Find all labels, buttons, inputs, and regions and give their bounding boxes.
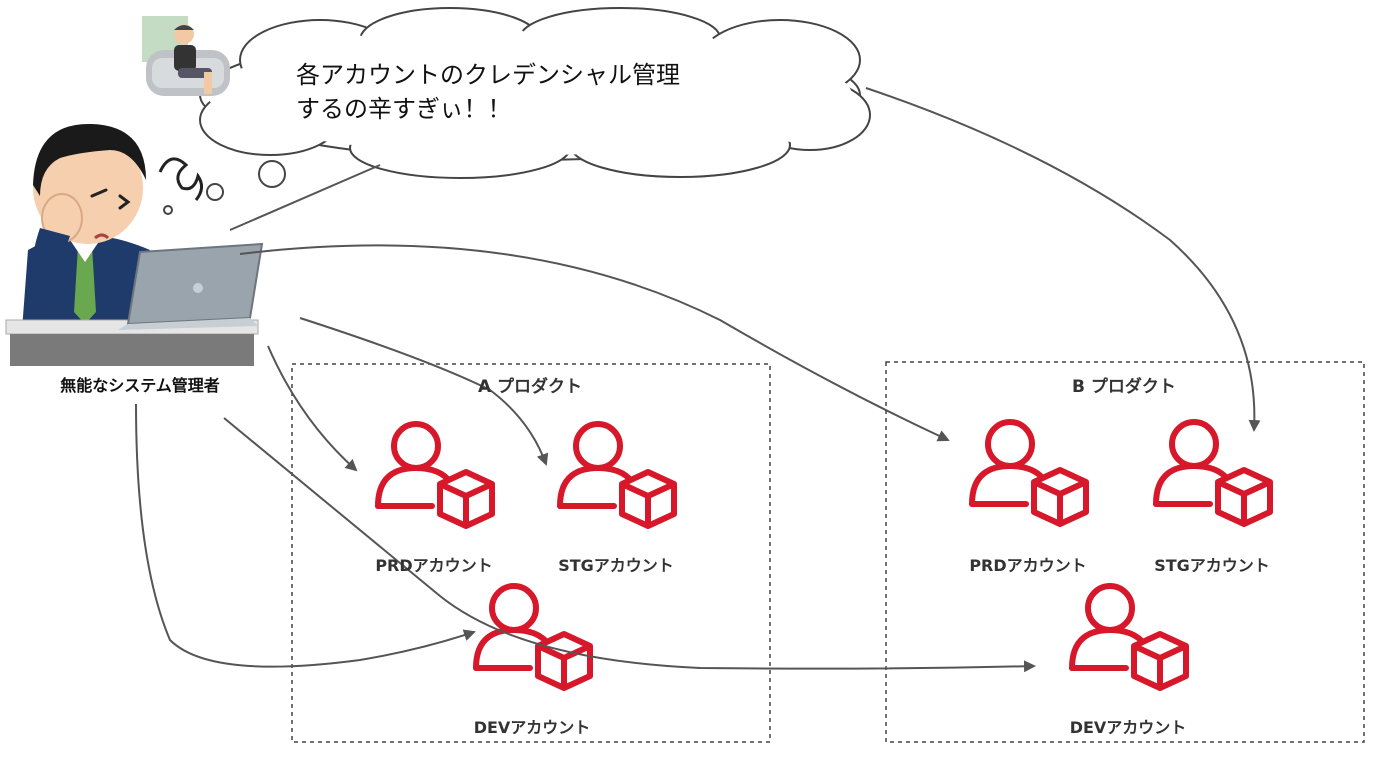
account-label-b-prd: PRDアカウント — [969, 556, 1087, 575]
account-icon — [378, 424, 492, 526]
thought-cloud — [163, 7, 871, 215]
arrow — [865, 87, 1261, 432]
arrow — [267, 345, 358, 472]
account-icon — [476, 586, 590, 688]
account-label-b-dev: DEVアカウント — [1069, 718, 1187, 737]
product-b-group-box — [885, 361, 1365, 743]
admin-label: 無能なシステム管理者 — [60, 376, 220, 395]
relaxing-person-icon — [142, 16, 230, 96]
group-title-b: B プロダクト — [1072, 377, 1176, 397]
account-label-a-dev: DEVアカウント — [473, 718, 591, 737]
arrows — [135, 87, 1261, 673]
arrow — [299, 317, 549, 466]
arrow — [229, 164, 381, 231]
arrow — [223, 417, 1036, 673]
product-a-group-box — [291, 363, 771, 743]
account-icon — [1072, 586, 1186, 688]
account-icon — [1156, 422, 1270, 524]
account-label-a-prd: PRDアカウント — [375, 556, 493, 575]
thought-text: 各アカウントのクレデンシャル管理 するの辛すぎぃ！！ — [296, 61, 680, 123]
group-title-a: A プロダクト — [477, 377, 583, 397]
account-icon — [972, 422, 1086, 524]
admin-illustration-icon — [5, 123, 264, 366]
account-label-a-stg: STGアカウント — [558, 556, 674, 575]
arrow — [239, 244, 950, 442]
account-label-b-stg: STGアカウント — [1154, 556, 1270, 575]
arrow — [135, 403, 476, 668]
account-icon — [560, 424, 674, 526]
